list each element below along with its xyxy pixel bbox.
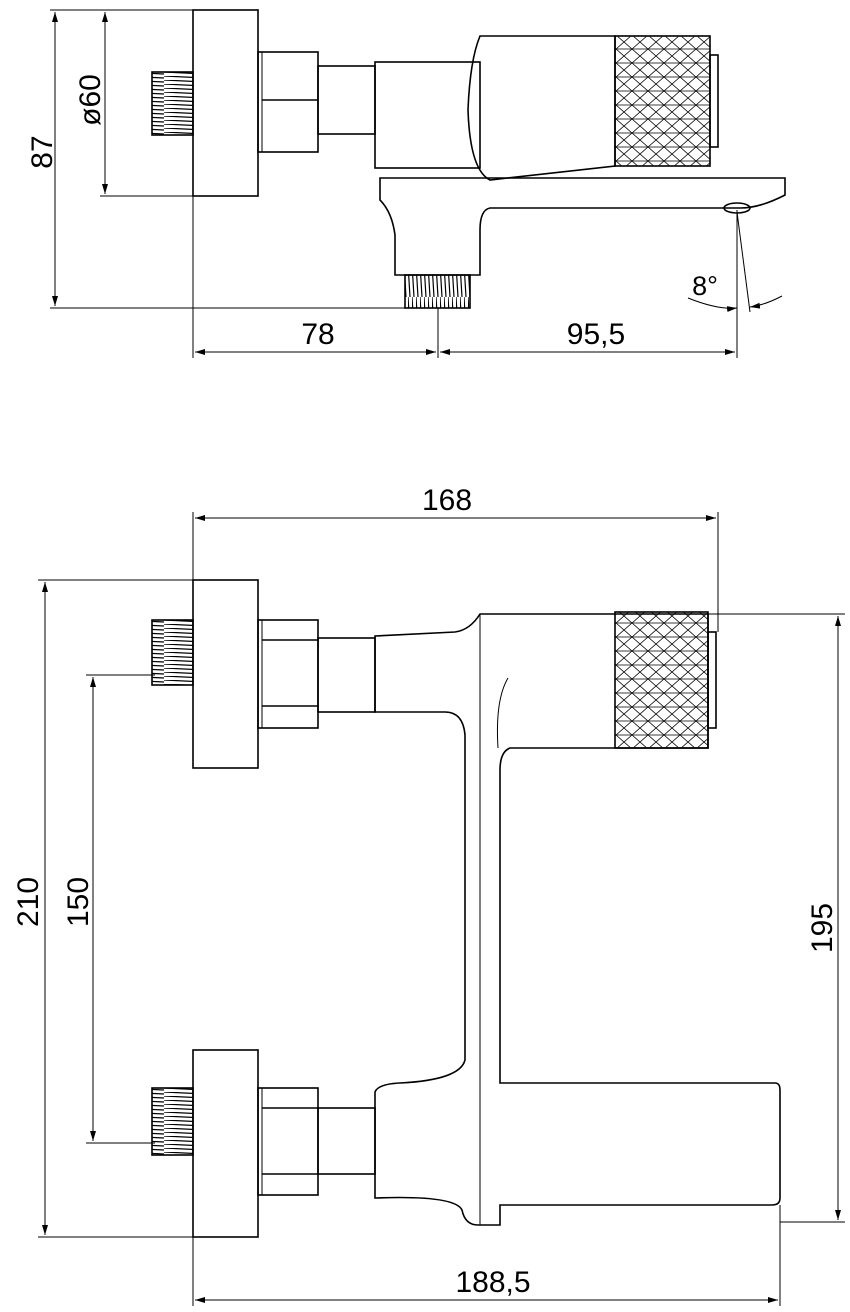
top-body — [374, 61, 481, 169]
top-nut — [257, 51, 319, 153]
dim-label-168: 168 — [422, 484, 472, 517]
upper-flange — [192, 579, 259, 769]
lower-inlet-thread — [151, 1087, 194, 1156]
top-stem — [317, 65, 376, 135]
dim-95-5: 95,5 — [440, 210, 738, 358]
dim-label-188-5: 188,5 — [455, 1266, 530, 1299]
lower-stem — [317, 1107, 376, 1175]
dim-label-95-5: 95,5 — [567, 318, 625, 351]
mixer-body — [374, 613, 781, 1226]
top-spout — [379, 177, 786, 276]
top-flange — [192, 9, 259, 197]
lower-flange — [192, 1049, 259, 1238]
upper-nut — [257, 619, 319, 729]
upper-inlet-thread — [151, 619, 194, 686]
dim-188-5: 188,5 — [192, 1205, 781, 1306]
dim-78: 78 — [192, 196, 439, 358]
top-cartridge — [467, 35, 616, 181]
dim-168: 168 — [192, 484, 719, 632]
dim-210: 210 — [12, 579, 193, 1238]
front-knurled-handle — [614, 611, 709, 749]
dim-195: 195 — [480, 613, 845, 1223]
dim-label-diameter: ø60 — [74, 74, 107, 126]
top-handle-cap — [709, 54, 719, 148]
dim-150: 150 — [62, 674, 155, 1144]
front-view: 168 210 150 195 188,5 — [12, 484, 845, 1306]
front-handle-cap — [707, 631, 717, 729]
top-knurled-handle — [614, 35, 711, 167]
lower-nut — [257, 1087, 319, 1196]
top-view: 87 ø60 78 95,5 8° — [26, 9, 786, 358]
dim-label-8-deg: 8° — [692, 271, 718, 301]
top-inlet-thread — [151, 71, 194, 136]
dim-label-78: 78 — [301, 318, 334, 351]
dim-label-210: 210 — [12, 877, 45, 927]
top-outlet-thread — [404, 274, 471, 309]
upper-stem — [317, 637, 376, 713]
dim-label-195: 195 — [806, 903, 839, 953]
dim-diameter-60: ø60 — [74, 11, 193, 197]
dim-angle-8: 8° — [687, 211, 783, 313]
dim-label-150: 150 — [62, 877, 95, 927]
dim-height-87: 87 — [26, 9, 405, 309]
dim-label-87: 87 — [26, 135, 59, 168]
body-contour — [496, 677, 509, 749]
